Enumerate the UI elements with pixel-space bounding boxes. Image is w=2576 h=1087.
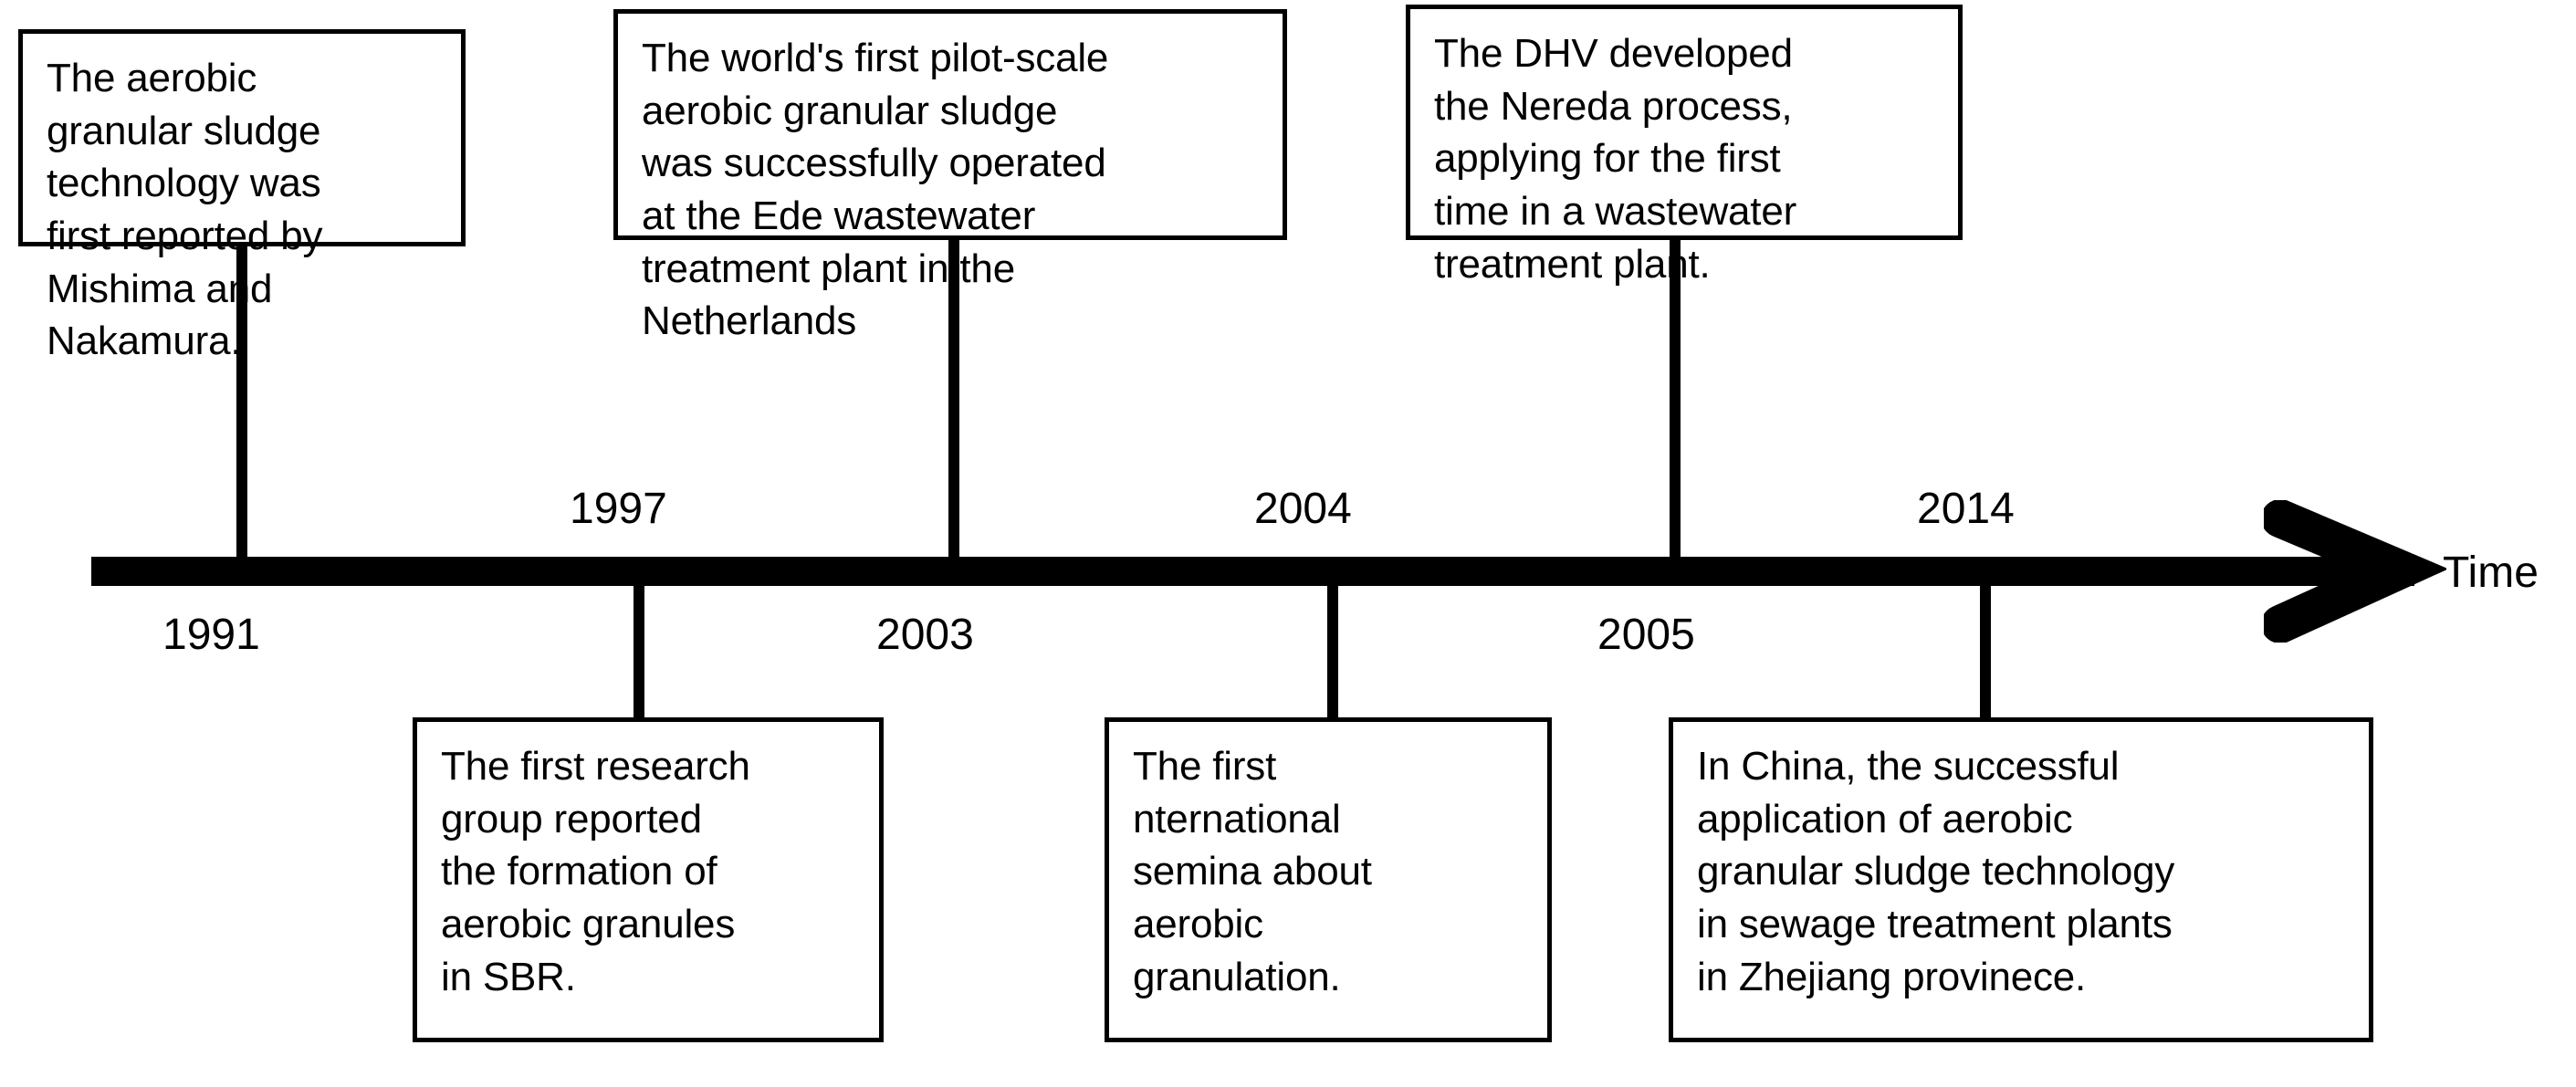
event-box-2003-text: The world's first pilot-scale aerobic gr…: [642, 36, 1109, 344]
connector-stem-2004: [1327, 579, 1338, 721]
event-box-2003[interactable]: The world's first pilot-scale aerobic gr…: [613, 9, 1287, 343]
timeline-axis-bar: [91, 557, 2414, 586]
connector-stem-1991: [236, 245, 247, 564]
event-box-2005-text: The DHV developed the Nereda process, ap…: [1434, 31, 1797, 287]
event-box-2004[interactable]: The first nternational semina about aero…: [1105, 717, 1552, 1042]
axis-caption-time: Time: [2443, 549, 2539, 597]
event-box-1991[interactable]: The aerobic granular sludge technology w…: [18, 29, 466, 363]
event-box-2005[interactable]: The DHV developed the Nereda process, ap…: [1406, 5, 1963, 287]
connector-stem-2005: [1670, 238, 1681, 564]
year-label-2004: 2004: [1254, 485, 1352, 533]
event-box-1997[interactable]: The first research group reported the fo…: [413, 717, 884, 1042]
year-label-2005: 2005: [1597, 611, 1695, 659]
event-box-1997-text: The first research group reported the fo…: [441, 744, 750, 999]
event-box-2014-text: In China, the successful application of …: [1697, 744, 2175, 999]
year-label-2003: 2003: [876, 611, 974, 659]
year-label-2014: 2014: [1917, 485, 2015, 533]
year-label-1997: 1997: [570, 485, 667, 533]
event-box-1991-text: The aerobic granular sludge technology w…: [47, 56, 323, 364]
connector-stem-1997: [634, 579, 644, 721]
connector-stem-2014: [1980, 579, 1991, 721]
event-box-2004-text: The first nternational semina about aero…: [1133, 744, 1372, 999]
year-label-1991: 1991: [162, 611, 260, 659]
event-box-2014[interactable]: In China, the successful application of …: [1669, 717, 2373, 1042]
connector-stem-2003: [948, 238, 959, 564]
